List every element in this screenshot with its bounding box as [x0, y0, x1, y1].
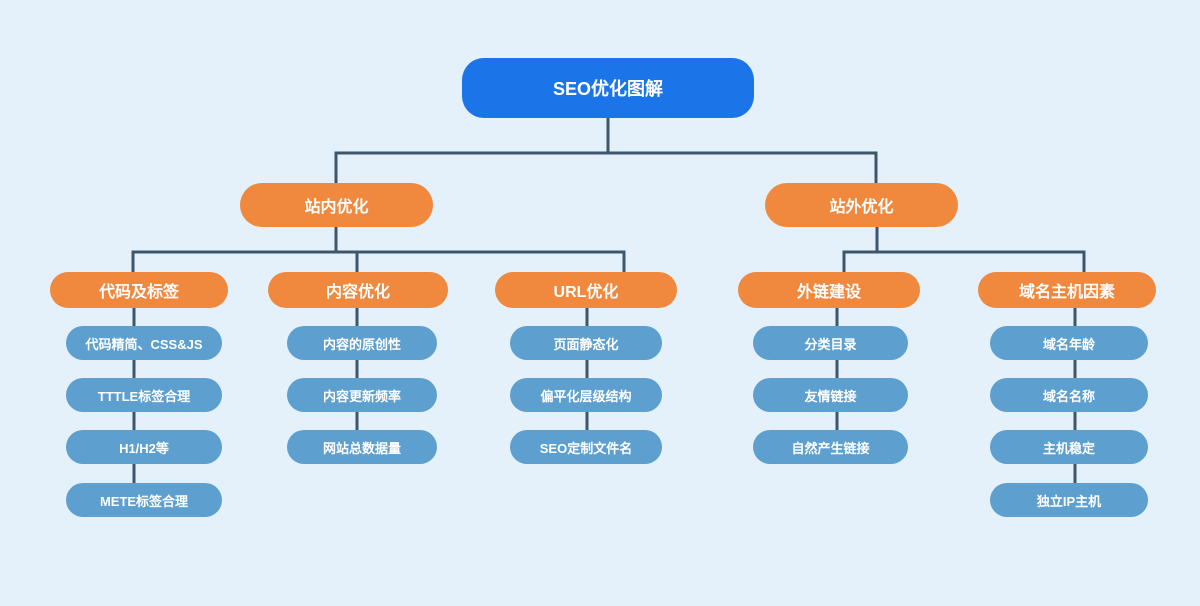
leaf-node: 主机稳定: [990, 430, 1148, 464]
group-head-domain-host: 域名主机因素: [978, 272, 1156, 308]
leaf-node: SEO定制文件名: [510, 430, 662, 464]
root-node: SEO优化图解: [462, 58, 754, 118]
leaf-node: 内容的原创性: [287, 326, 437, 360]
branch-node-onsite: 站内优化: [240, 183, 433, 227]
group-head-code-tags: 代码及标签: [50, 272, 228, 308]
leaf-node: 代码精简、CSS&JS: [66, 326, 222, 360]
leaf-node: 内容更新频率: [287, 378, 437, 412]
leaf-node: METE标签合理: [66, 483, 222, 517]
branch-node-offsite: 站外优化: [765, 183, 958, 227]
leaf-node: 友情链接: [753, 378, 908, 412]
leaf-node: 域名年龄: [990, 326, 1148, 360]
leaf-node: 域名名称: [990, 378, 1148, 412]
leaf-node: 偏平化层级结构: [510, 378, 662, 412]
leaf-node: 分类目录: [753, 326, 908, 360]
leaf-node: 网站总数据量: [287, 430, 437, 464]
group-head-url: URL优化: [495, 272, 677, 308]
leaf-node: 页面静态化: [510, 326, 662, 360]
leaf-node: 自然产生链接: [753, 430, 908, 464]
leaf-node: 独立IP主机: [990, 483, 1148, 517]
leaf-node: TTTLE标签合理: [66, 378, 222, 412]
leaf-node: H1/H2等: [66, 430, 222, 464]
group-head-content: 内容优化: [268, 272, 448, 308]
group-head-backlinks: 外链建设: [738, 272, 920, 308]
